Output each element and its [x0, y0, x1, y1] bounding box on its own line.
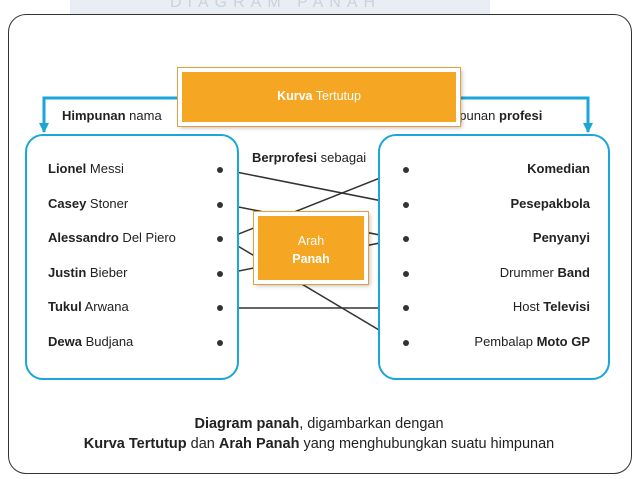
left-item-rest: Arwana — [81, 299, 129, 314]
left-item-rest: Stoner — [86, 195, 129, 211]
caption-line2: Kurva Tertutup dan Arah Panah yang mengh… — [0, 436, 638, 452]
left-item-dot — [217, 339, 223, 346]
left-item-rest: Budjana — [81, 333, 134, 349]
right-item-dot — [403, 305, 409, 311]
right-item-dot — [403, 339, 409, 346]
right-set-title: npunan profesi — [452, 108, 542, 123]
relation-label-bold: Berprofesi — [252, 150, 318, 165]
left-item: Alessandro Del Piero — [48, 230, 176, 245]
right-item-bold: Televisi — [543, 299, 590, 314]
left-item: Lionel Messi — [48, 161, 124, 176]
kurva-tertutup-text: Kurva Tertutup — [182, 89, 456, 103]
right-item-bold: Pesepakbola — [510, 195, 591, 211]
left-item-bold: Lionel — [48, 161, 87, 176]
kurva-bracket-right — [458, 96, 593, 133]
caption-line1-bold: Diagram panah — [194, 416, 300, 432]
right-item-bold: Moto GP — [536, 333, 590, 349]
caption-line2-rest: yang menghubungkan suatu himpunan — [299, 436, 555, 452]
right-item: Host Televisi — [513, 299, 590, 314]
caption-line2-bold1: Kurva Tertutup — [83, 436, 187, 452]
kurva-label-rest: Tertutup — [312, 89, 361, 103]
left-item: Tukul Arwana — [48, 299, 129, 314]
top-faded-text: DIAGRAM PANAH — [170, 0, 382, 11]
right-item-rest: Drummer — [499, 264, 558, 280]
right-item: Komedian — [527, 161, 590, 176]
kurva-label-bold: Kurva — [277, 89, 313, 103]
left-item: Justin Bieber — [48, 265, 128, 280]
left-set-box — [25, 134, 239, 380]
top-faded-bar: DIAGRAM PANAH — [70, 0, 490, 14]
relation-label: Berprofesi sebagai — [252, 150, 366, 165]
caption-line1-rest: , digambarkan dengan — [299, 416, 444, 432]
arah-label-line2: Panah — [292, 252, 330, 266]
right-item-rest: Pembalap — [474, 333, 537, 349]
right-item-bold: Band — [557, 264, 591, 280]
right-item: Pesepakbola — [511, 196, 591, 211]
left-item-bold: Justin — [48, 264, 87, 280]
right-item-dot — [403, 236, 409, 242]
left-set-title-bold: Himpunan — [62, 108, 126, 123]
left-item-rest: Del Piero — [118, 230, 176, 245]
left-item-bold: Dewa — [48, 333, 82, 349]
right-item-bold: Penyanyi — [532, 230, 590, 245]
left-item-bold: Alessandro — [48, 230, 119, 245]
left-item-dot — [217, 167, 223, 173]
right-item-dot — [403, 201, 409, 208]
left-item-dot — [217, 201, 223, 208]
left-item: Dewa Budjana — [48, 334, 133, 349]
kurva-tertutup-label: Kurva Tertutup — [178, 68, 460, 126]
kurva-bracket-lines — [39, 96, 593, 133]
left-item-dot — [217, 305, 223, 311]
relation-arrow — [225, 169, 401, 208]
right-set-title-rest: npunan — [452, 108, 499, 123]
left-item: Casey Stoner — [48, 196, 128, 211]
right-item: Drummer Band — [500, 265, 590, 280]
left-item-dot — [217, 236, 223, 242]
right-item-bold: Komedian — [527, 161, 590, 176]
relation-label-rest: sebagai — [317, 150, 367, 165]
left-item-rest: Messi — [86, 161, 124, 176]
caption-line2-bold2: Arah Panah — [218, 436, 300, 452]
caption-line2-mid: dan — [186, 436, 219, 452]
kurva-bracket-left — [39, 96, 180, 133]
left-item-bold: Tukul — [48, 299, 82, 314]
right-item-dot — [403, 167, 409, 173]
caption-line1: Diagram panah, digambarkan dengan — [0, 416, 638, 432]
arah-label-line1: Arah — [297, 234, 325, 248]
left-item-bold: Casey — [48, 195, 87, 211]
left-item-rest: Bieber — [86, 264, 128, 280]
right-item-dot — [403, 270, 409, 277]
right-item-rest: Host — [512, 299, 544, 314]
right-set-box — [378, 134, 610, 380]
left-item-dot — [217, 270, 223, 277]
arah-panah-label: Arah Panah — [254, 212, 368, 284]
left-set-title-rest: nama — [125, 108, 162, 123]
right-item: Pembalap Moto GP — [474, 334, 590, 349]
right-item: Penyanyi — [533, 230, 590, 245]
left-set-title: Himpunan nama — [62, 108, 162, 123]
right-set-title-bold: profesi — [499, 108, 543, 123]
